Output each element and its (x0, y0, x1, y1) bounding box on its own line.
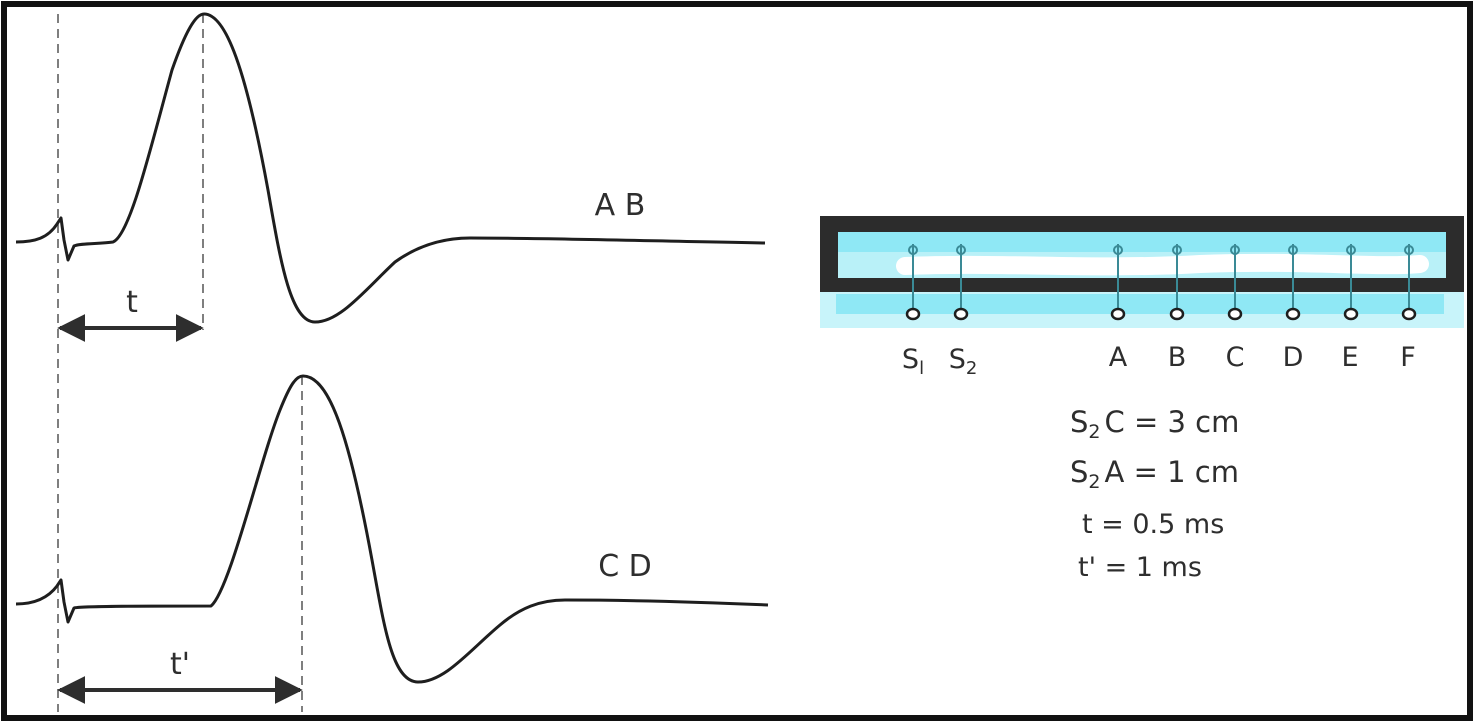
electrode-tip-s1 (908, 245, 918, 255)
electrode-tip-b (1172, 245, 1182, 255)
nerve-fiber (896, 253, 1429, 276)
electrode-label-e: E (1341, 342, 1358, 373)
traces-panel: A B t C D t' (15, 12, 769, 712)
electrode-terminal-s1 (905, 307, 921, 321)
electrode-terminal-c (1227, 307, 1243, 321)
electrode-label-c: C (1226, 342, 1245, 373)
electrode-label-s2: S2 (949, 344, 978, 379)
electrode-tip-f (1404, 245, 1414, 255)
electrode-label-b: B (1168, 342, 1187, 373)
interval-label-tprime: t' (170, 647, 190, 682)
trace-cd (15, 374, 769, 684)
interval-label-t: t (126, 285, 138, 320)
trace-label-cd: C D (598, 549, 652, 584)
trace-label-ab: A B (595, 188, 646, 223)
electrode-tip-c (1230, 245, 1240, 255)
electrode-group (905, 244, 1417, 321)
electrode-labels: Sl S2 A B C D E F (902, 342, 1416, 379)
electrode-terminal-a (1110, 307, 1126, 321)
measurement-t: t = 0.5 ms (1082, 509, 1224, 540)
electrode-terminal-f (1401, 307, 1417, 321)
electrode-terminal-b (1169, 307, 1185, 321)
electrode-terminal-e (1343, 307, 1359, 321)
electrode-tip-d (1288, 245, 1298, 255)
measurement-tprime: t' = 1 ms (1078, 552, 1202, 583)
electrode-label-a: A (1109, 342, 1128, 373)
electrode-tip-s2 (956, 245, 966, 255)
nerve-chamber (820, 216, 1464, 328)
electrode-terminal-s2 (953, 307, 969, 321)
electrode-label-s1: Sl (902, 344, 924, 379)
electrode-tip-e (1346, 245, 1356, 255)
electrode-tip-a (1113, 245, 1123, 255)
electrode-terminal-d (1285, 307, 1301, 321)
trace-ab (15, 12, 766, 324)
electrode-label-f: F (1400, 342, 1416, 373)
electrode-label-d: D (1283, 342, 1304, 373)
